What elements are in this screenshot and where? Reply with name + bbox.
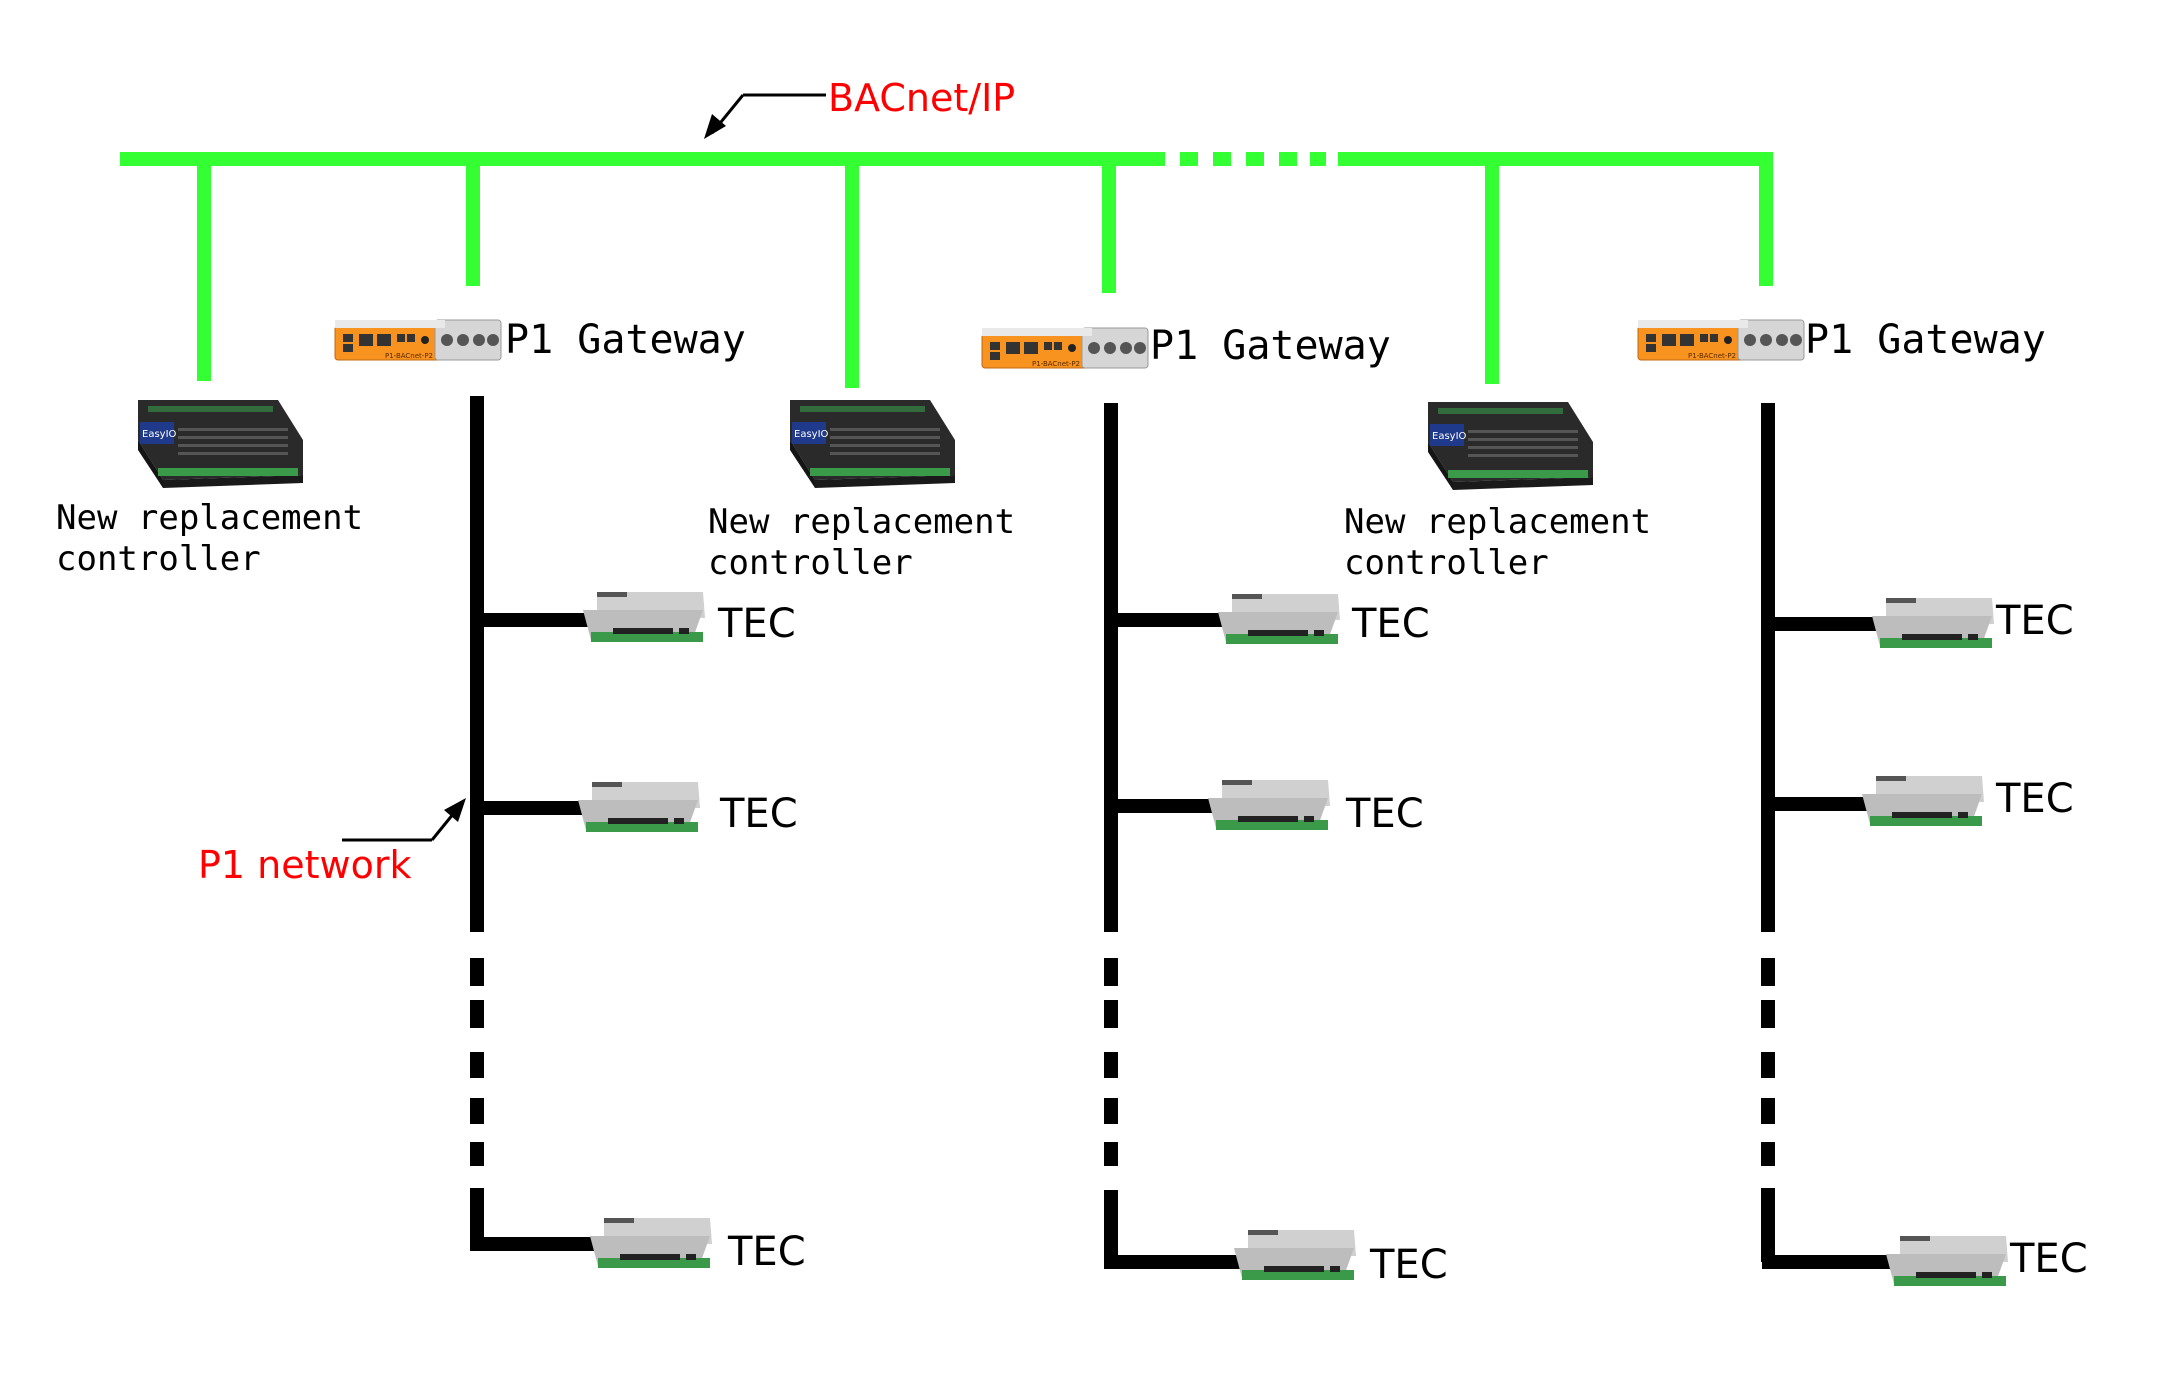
tec-device: TEC — [1872, 598, 2074, 648]
controller-label-line1: New replacement — [56, 498, 363, 538]
gateway-2: P1 Gateway — [981, 323, 1391, 369]
bacnet-annotation: BACnet/IP — [704, 76, 1015, 139]
controller-label-line1: New replacement — [708, 502, 1015, 542]
tec-device-icon — [1218, 594, 1340, 644]
tec-label: TEC — [2009, 1236, 2088, 1282]
gateway-label: P1 Gateway — [1805, 317, 2046, 363]
gateway-label: P1 Gateway — [505, 317, 746, 363]
tec-device-icon — [1234, 1230, 1356, 1280]
tec-device: TEC — [1234, 1230, 1448, 1288]
p1-network-annotation: P1 network — [198, 798, 466, 887]
p1-arrow-head — [444, 798, 466, 822]
p1-network-3 — [1761, 403, 1895, 1269]
controller-device-icon — [790, 400, 955, 488]
tec-device-icon — [583, 592, 705, 642]
tec-label: TEC — [1995, 598, 2074, 644]
bacnet-backbone — [120, 152, 1773, 388]
tec-label: TEC — [1345, 791, 1424, 837]
controller-2: New replacement controller — [708, 400, 1015, 583]
controller-label-line1: New replacement — [1344, 502, 1651, 542]
segment-2: P1 Gateway New replacement controller TE… — [708, 323, 1448, 1288]
tec-label: TEC — [1351, 601, 1430, 647]
tec-label: TEC — [1369, 1242, 1448, 1288]
segment-3: P1 Gateway New replacement controller TE… — [1344, 317, 2088, 1286]
controller-label-line2: controller — [56, 539, 261, 579]
p1-network-2 — [1104, 403, 1240, 1269]
gateway-3: P1 Gateway — [1637, 317, 2046, 363]
gateway-1: P1 Gateway — [334, 317, 746, 363]
tec-device: TEC — [1862, 776, 2074, 826]
tec-device: TEC — [583, 592, 796, 647]
tec-label: TEC — [1995, 776, 2074, 822]
tec-label: TEC — [719, 791, 798, 837]
p1-network-label: P1 network — [198, 843, 412, 887]
tec-device-icon — [1862, 776, 1984, 826]
tec-device: TEC — [1886, 1236, 2088, 1286]
controller-label-line2: controller — [1344, 543, 1549, 583]
controller-label-line2: controller — [708, 543, 913, 583]
segment-1: P1 Gateway New replacement controller TE… — [56, 317, 806, 1275]
bacnet-arrow-head — [704, 114, 726, 139]
gateway-label: P1 Gateway — [1150, 323, 1391, 369]
p1-network-1 — [470, 396, 600, 1251]
controller-1: New replacement controller — [56, 400, 363, 579]
tec-device-icon — [590, 1218, 712, 1268]
controller-device-icon — [138, 400, 303, 488]
bacnet-label: BACnet/IP — [828, 76, 1015, 120]
tec-device: TEC — [1218, 594, 1430, 647]
tec-device: TEC — [590, 1218, 806, 1275]
tec-device-icon — [1872, 598, 1994, 648]
tec-label: TEC — [717, 601, 796, 647]
gateway-device-icon — [1637, 319, 1805, 361]
controller-3: New replacement controller — [1344, 402, 1651, 583]
gateway-device-icon — [334, 319, 502, 361]
tec-device-icon — [1886, 1236, 2008, 1286]
tec-device-icon — [578, 782, 700, 832]
gateway-device-icon — [981, 327, 1149, 369]
tec-label: TEC — [727, 1229, 806, 1275]
tec-device: TEC — [578, 782, 798, 837]
tec-device: TEC — [1208, 780, 1424, 837]
tec-device-icon — [1208, 780, 1330, 830]
controller-device-icon — [1428, 402, 1593, 490]
